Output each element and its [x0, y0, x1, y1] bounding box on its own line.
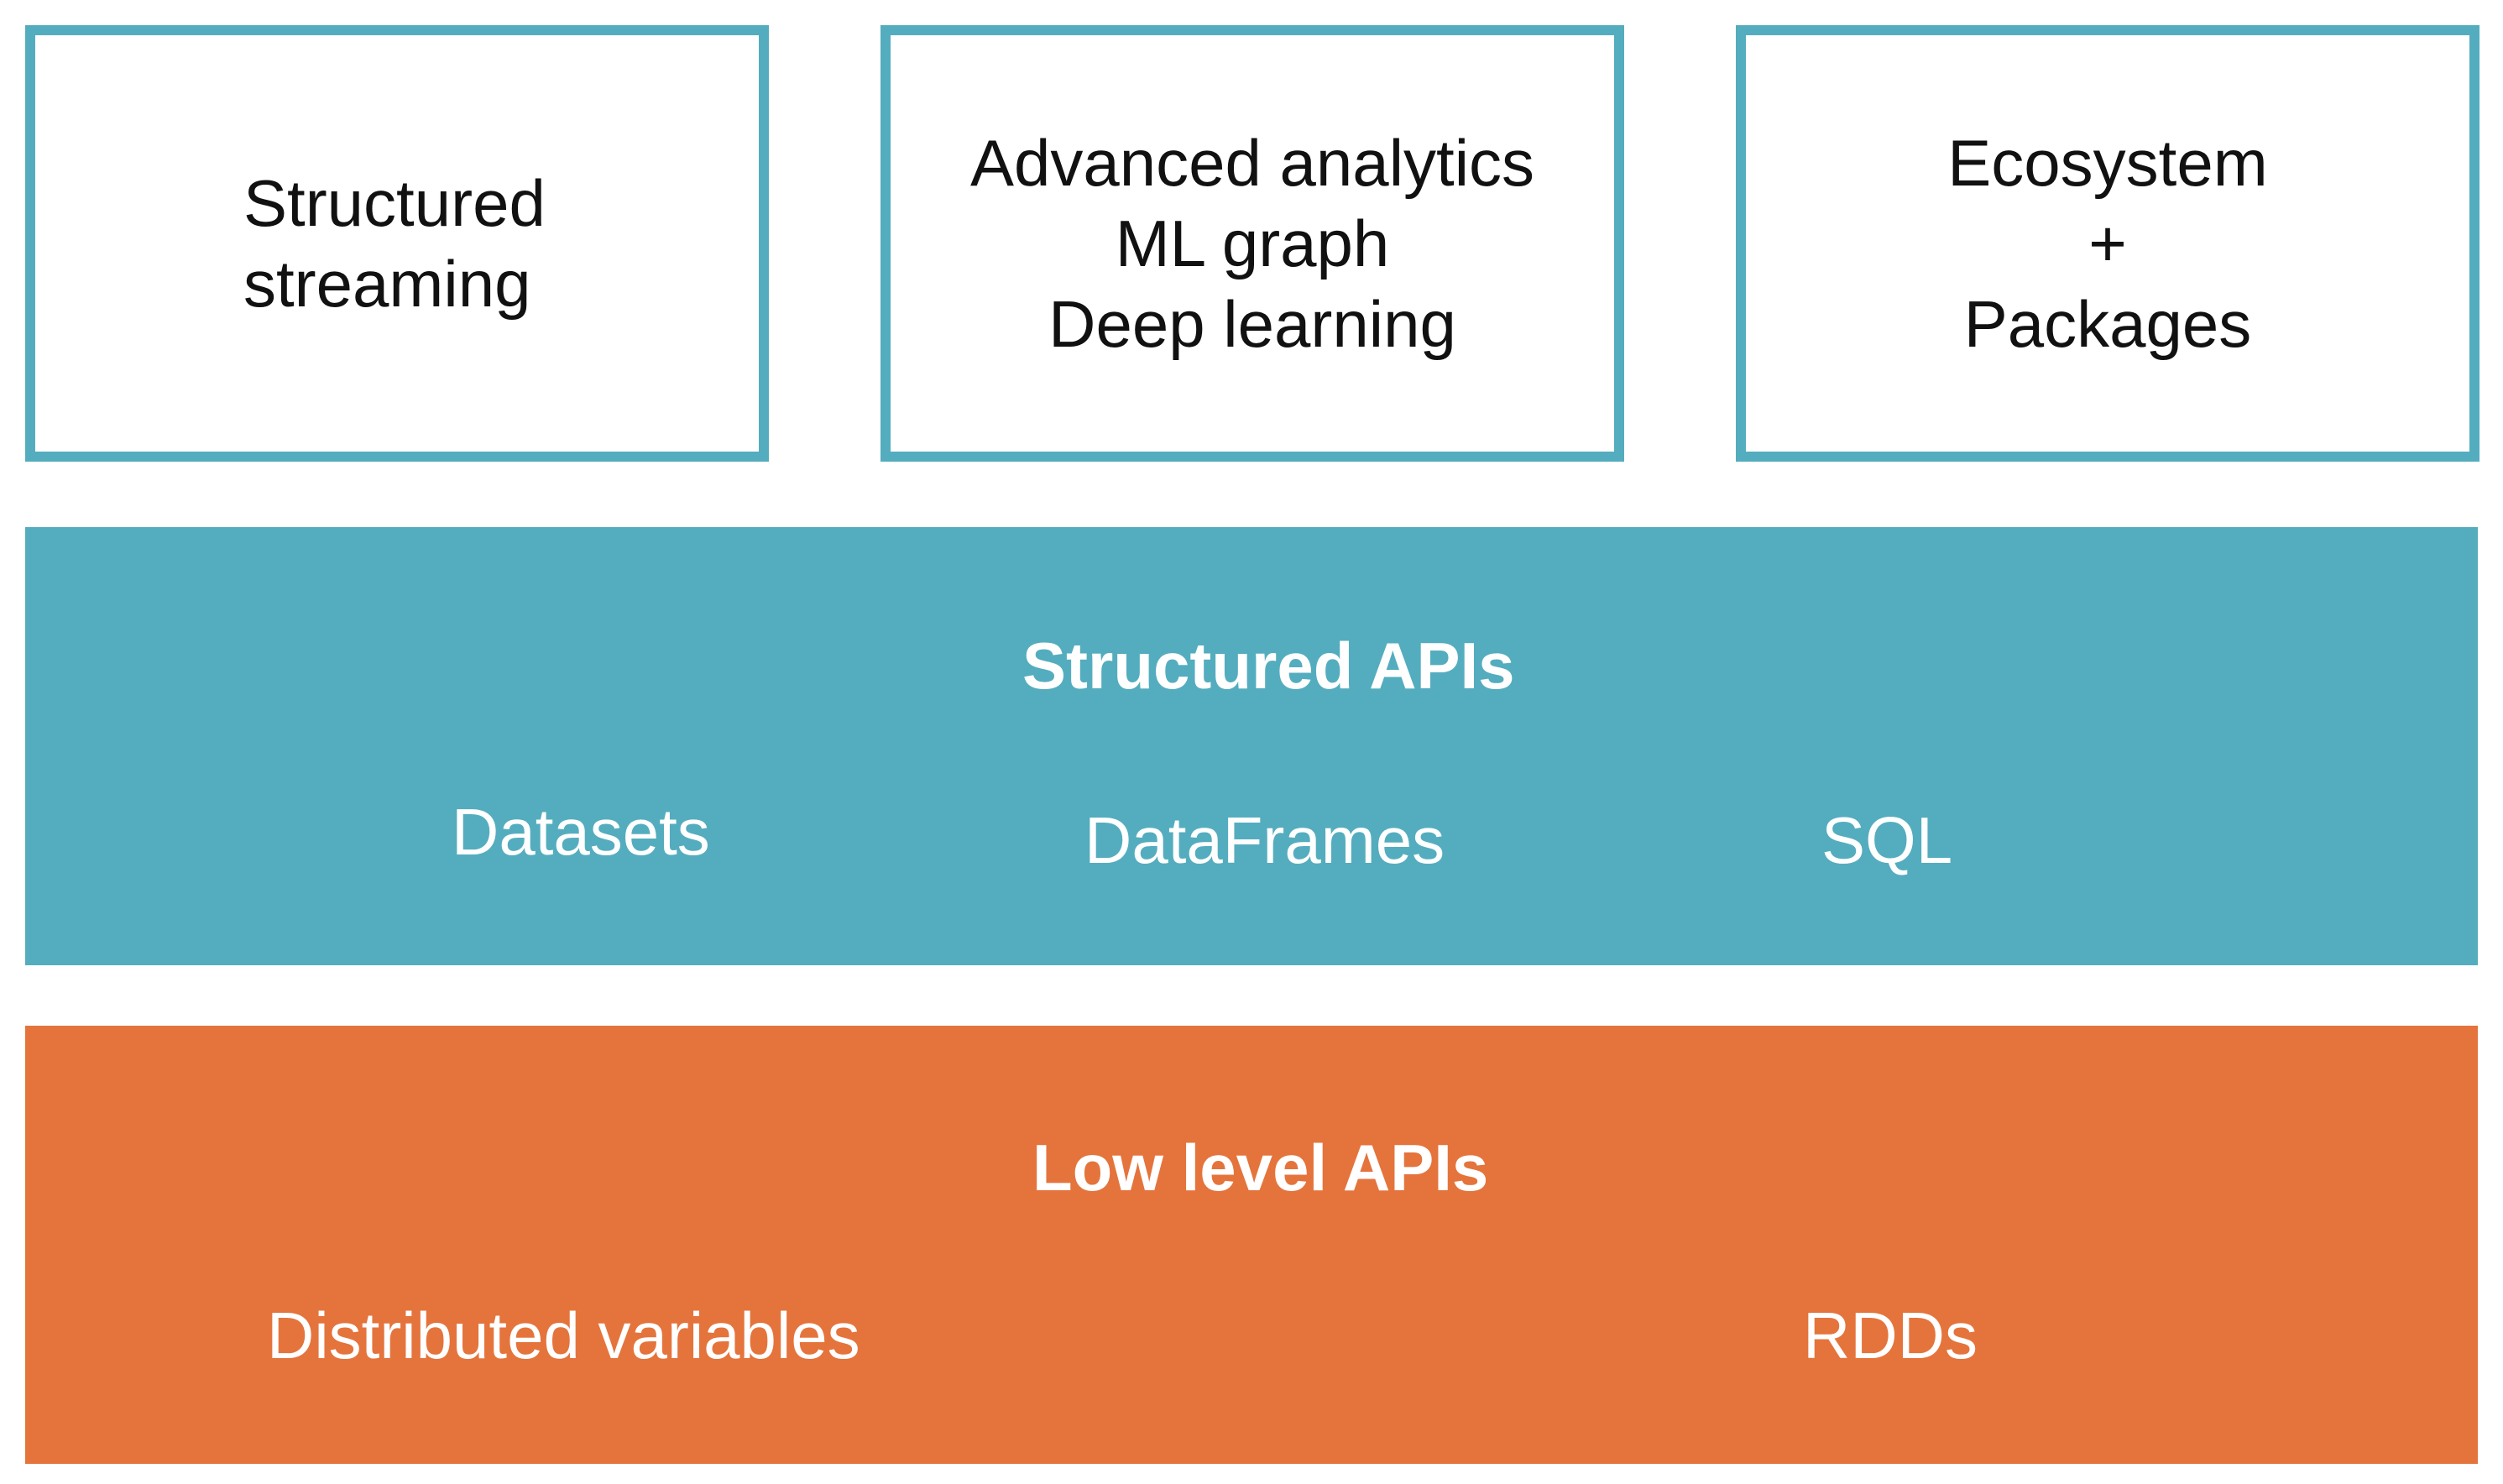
- structured-streaming-box: Structured streaming: [25, 25, 769, 462]
- ecosystem-line-1: Ecosystem: [1947, 126, 2268, 200]
- distributed-variables-label: Distributed variables: [267, 1298, 860, 1372]
- structured-apis-title: Structured APIs: [1022, 629, 1515, 703]
- datasets-label: Datasets: [452, 795, 710, 869]
- rdds-label: RDDs: [1803, 1298, 1978, 1372]
- ecosystem-packages-box: Ecosystem + Packages: [1736, 25, 2479, 462]
- structured-apis-layer: Structured APIs Datasets DataFrames SQL: [25, 527, 2478, 965]
- advanced-analytics-line-3: Deep learning: [1048, 287, 1456, 361]
- sql-label: SQL: [1821, 803, 1953, 877]
- advanced-analytics-line-2: ML graph: [1115, 206, 1390, 280]
- ecosystem-line-3: Packages: [1963, 287, 2252, 361]
- ecosystem-line-2: +: [2088, 206, 2127, 280]
- advanced-analytics-box: Advanced analytics ML graph Deep learnin…: [880, 25, 1624, 462]
- low-level-apis-title: Low level APIs: [1032, 1131, 1489, 1204]
- advanced-analytics-line-1: Advanced analytics: [969, 126, 1535, 200]
- low-level-apis-layer: Low level APIs Distributed variables RDD…: [25, 1026, 2478, 1464]
- structured-streaming-line-1: Structured: [243, 166, 546, 240]
- dataframes-label: DataFrames: [1084, 803, 1445, 877]
- structured-streaming-line-2: streaming: [243, 247, 531, 321]
- structured-streaming-text: Structured streaming: [243, 163, 546, 324]
